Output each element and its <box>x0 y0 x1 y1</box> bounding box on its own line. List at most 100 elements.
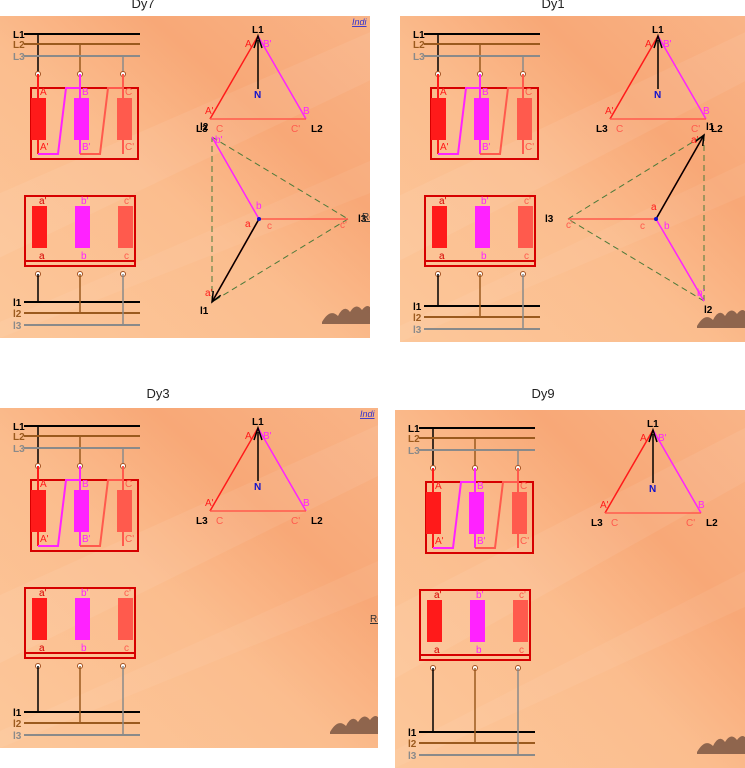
label-c: c <box>124 643 129 654</box>
label-a: A <box>640 433 647 444</box>
delta-side-a <box>209 35 259 120</box>
secondary-vector <box>655 134 705 220</box>
secondary-coil-2 <box>475 206 490 248</box>
delta-link <box>80 87 123 155</box>
label-l3: L3 <box>591 518 603 529</box>
label-l1: l1 <box>706 122 715 133</box>
label-l3: l3 <box>358 214 367 225</box>
label-cp: C' <box>125 534 134 545</box>
secondary-dashed-side <box>567 134 705 220</box>
label-l2: L2 <box>13 432 25 443</box>
arrow-head <box>653 33 663 49</box>
hand-shape <box>697 310 745 328</box>
label-ap: a' <box>205 288 213 299</box>
label-l3: L3 <box>596 124 608 135</box>
background-band <box>400 32 745 261</box>
label-l3: l3 <box>13 731 22 742</box>
secondary-coil-1 <box>432 206 447 248</box>
neutral-point <box>654 217 658 221</box>
label-l2: l2 <box>704 305 713 316</box>
label-b: B <box>82 479 89 490</box>
label-ap: A' <box>205 106 214 117</box>
delta-side-b <box>657 35 707 120</box>
label-l1: L1 <box>13 422 25 433</box>
label-a: a <box>439 251 445 262</box>
primary-coil-2 <box>74 98 89 140</box>
wye-leg-b <box>655 218 705 302</box>
arrow-head <box>694 133 705 147</box>
secondary-coil-1 <box>32 598 47 640</box>
label-l3: L3 <box>408 446 420 457</box>
label-cp: C' <box>691 124 700 135</box>
label-l1: L1 <box>647 419 659 430</box>
delta-link <box>80 479 123 547</box>
label-ap: A' <box>40 534 49 545</box>
label-cp: C' <box>686 518 695 529</box>
label-cp: c' <box>566 220 573 231</box>
label-b: b <box>81 643 87 654</box>
label-ap: a' <box>39 196 47 207</box>
label-c: c <box>124 251 129 262</box>
primary-coil-1 <box>31 98 46 140</box>
arrow-head <box>211 290 222 304</box>
delta-link <box>480 87 523 155</box>
label-ap: A' <box>600 500 609 511</box>
label-n: N <box>649 484 656 495</box>
label-b: b <box>256 201 262 212</box>
indi-link[interactable]: Indi <box>360 409 376 419</box>
delta-link <box>433 481 475 549</box>
background-band <box>0 561 378 748</box>
panel-background <box>0 408 378 748</box>
label-c: C <box>125 479 132 490</box>
secondary-coil-3 <box>513 600 528 642</box>
background-band <box>0 32 370 258</box>
background-band <box>400 162 745 342</box>
label-b: B <box>303 498 310 509</box>
indi-link[interactable]: Indi <box>352 17 368 27</box>
panel-background <box>0 16 370 338</box>
label-l2: L2 <box>706 518 718 529</box>
primary-coil-2 <box>469 492 484 534</box>
label-cp: C' <box>525 142 534 153</box>
primary-coil-3 <box>117 98 132 140</box>
label-ap: a' <box>434 590 442 601</box>
label-cp: c' <box>124 196 131 207</box>
label-ap: A' <box>205 498 214 509</box>
label-l2: L2 <box>408 434 420 445</box>
label-cp: c' <box>524 196 531 207</box>
label-a: A <box>245 431 252 442</box>
label-l1: l1 <box>413 302 422 313</box>
label-a: a <box>245 219 251 230</box>
label-c: C <box>125 87 132 98</box>
secondary-box <box>24 587 136 659</box>
secondary-vector <box>211 218 260 303</box>
title-dy3: Dy3 <box>146 386 170 401</box>
label-a: a <box>434 645 440 656</box>
label-l1: L1 <box>408 424 420 435</box>
label-l3: l3 <box>545 214 554 225</box>
secondary-coil-2 <box>75 206 90 248</box>
label-c: C <box>525 87 532 98</box>
side-text: Re <box>362 212 370 223</box>
label-bp: b' <box>81 588 89 599</box>
label-l3: L3 <box>196 124 208 135</box>
label-c: C <box>616 124 623 135</box>
label-bp: b' <box>81 196 89 207</box>
label-b: B <box>698 500 705 511</box>
label-l2: l2 <box>200 122 209 133</box>
primary-coil-3 <box>517 98 532 140</box>
label-n: N <box>654 90 661 101</box>
title-dy9: Dy9 <box>531 386 555 401</box>
delta-side-b <box>257 35 307 120</box>
label-a: A <box>245 39 252 50</box>
label-bp: B' <box>477 536 486 547</box>
label-bp: B' <box>658 433 667 444</box>
label-b: B <box>482 87 489 98</box>
label-ap: a' <box>39 588 47 599</box>
label-ap: a' <box>691 135 699 146</box>
label-a: A <box>440 87 447 98</box>
